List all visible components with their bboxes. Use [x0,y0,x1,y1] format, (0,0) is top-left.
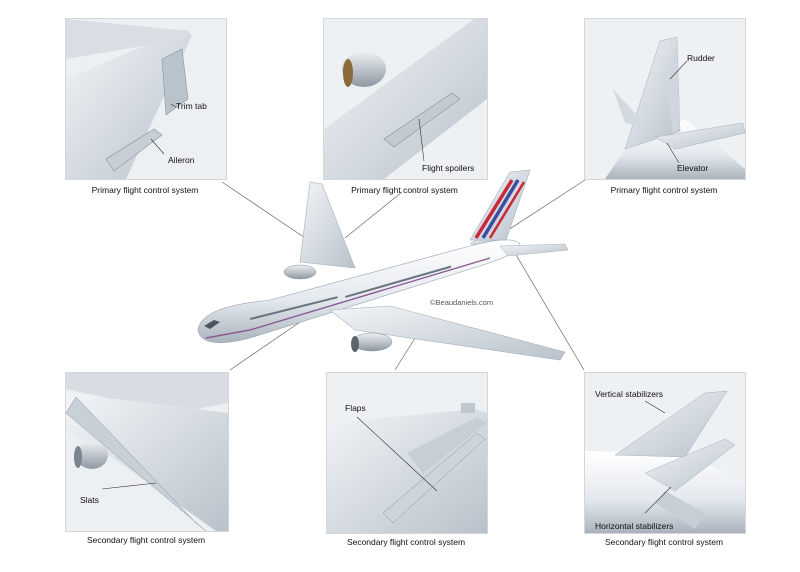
credit-text: ©Beaudaniels.com [430,298,494,307]
caption-top-left: Primary flight control system [91,185,199,195]
slats-wing-illustration [66,373,228,531]
label-rudder: Rudder [687,53,715,63]
caption-bottom-center: Secondary flight control system [346,537,466,547]
panel-slats: Slats [65,372,229,532]
spoilers-wing-illustration [324,19,487,179]
stabilizers-tail-illustration [585,373,745,533]
caption-top-center: Primary flight control system [351,185,458,195]
label-trim-tab: Trim tab [176,101,207,111]
flaps-wing-illustration [327,373,487,533]
caption-top-right: Primary flight control system [610,185,718,195]
label-flaps: Flaps [345,403,366,413]
label-vertical-stabilizers: Vertical stabilizers [595,389,664,399]
label-horizontal-stabilizers: Horizontal stabilizers [595,521,674,531]
panel-stabilizers: Vertical stabilizers Horizontal stabiliz… [584,372,746,534]
label-elevator: Elevator [677,163,709,173]
caption-bottom-left: Secondary flight control system [86,535,206,545]
panel-flaps: Flaps [326,372,488,534]
airplane-illustration [197,169,569,361]
caption-bottom-right: Secondary flight control system [604,537,724,547]
label-flight-spoilers: Flight spoilers [422,163,475,173]
panel-rudder: Rudder Elevator [584,18,746,180]
aileron-wing-illustration [66,19,226,179]
label-slats: Slats [80,495,99,505]
panel-aileron: Trim tab Aileron [65,18,227,180]
panel-spoilers: Flight spoilers [323,18,488,180]
label-aileron: Aileron [168,155,195,165]
tail-illustration [585,19,745,179]
